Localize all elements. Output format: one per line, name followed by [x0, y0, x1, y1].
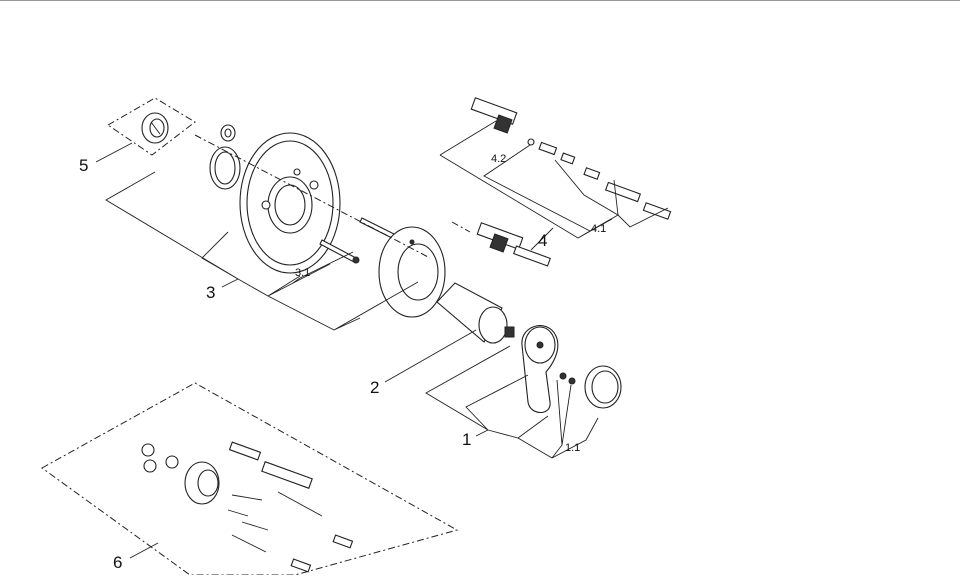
kit-plug-b	[290, 558, 312, 573]
part-5-dashed-box	[107, 97, 196, 156]
leader-3	[105, 171, 419, 331]
handle-screw-b	[568, 377, 576, 385]
handle-cap-face	[591, 370, 619, 404]
cover-plate-hole	[397, 243, 439, 301]
kit-plug	[332, 534, 354, 549]
part-3-bolt-hole-right	[309, 180, 319, 190]
leader-5	[95, 142, 133, 163]
cartridge-top-body	[493, 114, 513, 134]
part-5-cap-inner	[149, 118, 165, 138]
part-5-cap-group	[107, 97, 196, 156]
label-part-3: 3	[206, 283, 215, 302]
part-6-dashed-box	[41, 382, 459, 576]
cartridge-main-stem	[513, 245, 551, 267]
washer-a	[527, 138, 535, 146]
extension-rod-b	[642, 202, 672, 220]
kit-screw-a	[231, 494, 263, 501]
part-4-cartridges	[470, 97, 672, 267]
leader-2	[384, 329, 477, 383]
label-part-5: 5	[79, 156, 88, 175]
handle-screw-a	[559, 372, 567, 380]
leader-3-1	[292, 251, 354, 284]
kit-washer-b	[143, 459, 157, 473]
spring	[538, 141, 558, 156]
leader-4	[439, 120, 669, 251]
label-part-4-2: 4.2	[491, 153, 506, 165]
seal-ring-inner	[214, 151, 236, 185]
assembly-axis	[194, 134, 471, 259]
label-part-4: 4	[538, 231, 547, 250]
kit-pin-a	[277, 491, 323, 517]
leader-6	[129, 542, 159, 559]
label-part-4-1: 4.1	[591, 223, 606, 235]
part-3-bolt-hole-left	[261, 200, 271, 210]
extension-rod-a	[604, 181, 642, 203]
lever-hub-pin	[536, 341, 544, 349]
part-1-handle-group	[521, 325, 622, 414]
part-5-cap-slot	[150, 121, 161, 135]
label-part-2: 2	[370, 378, 379, 397]
kit-cartridge-face	[197, 469, 219, 497]
cartridge-main-body	[489, 233, 509, 253]
part-3-plate-group	[239, 132, 341, 274]
part-3-bolt-hole-top	[293, 168, 301, 176]
small-washer-hole	[224, 128, 232, 138]
label-part-6: 6	[113, 553, 122, 572]
cover-plate-pin	[409, 239, 415, 245]
kit-screw-c	[241, 521, 269, 531]
kit-insert	[228, 441, 262, 461]
insert-a	[560, 152, 576, 165]
label-part-3-1: 3.1	[295, 267, 310, 279]
kit-rod	[261, 461, 313, 489]
kit-washer-a	[141, 443, 155, 457]
kit-screw-b	[227, 509, 249, 517]
part-3-1-screws	[319, 217, 402, 264]
leader-1	[425, 345, 599, 459]
insert-b	[583, 167, 601, 180]
leader-lines	[95, 120, 669, 559]
sleeve-spline	[504, 326, 515, 338]
sleeve-end	[478, 306, 508, 344]
part-6-kit-group	[41, 382, 459, 576]
screw-lower-head	[352, 256, 360, 264]
label-part-1: 1	[462, 430, 471, 449]
label-part-1-1: 1.1	[565, 442, 580, 454]
part-3-plate-hole	[274, 184, 306, 226]
kit-washer-c	[165, 455, 179, 469]
kit-rod-long	[231, 534, 267, 553]
